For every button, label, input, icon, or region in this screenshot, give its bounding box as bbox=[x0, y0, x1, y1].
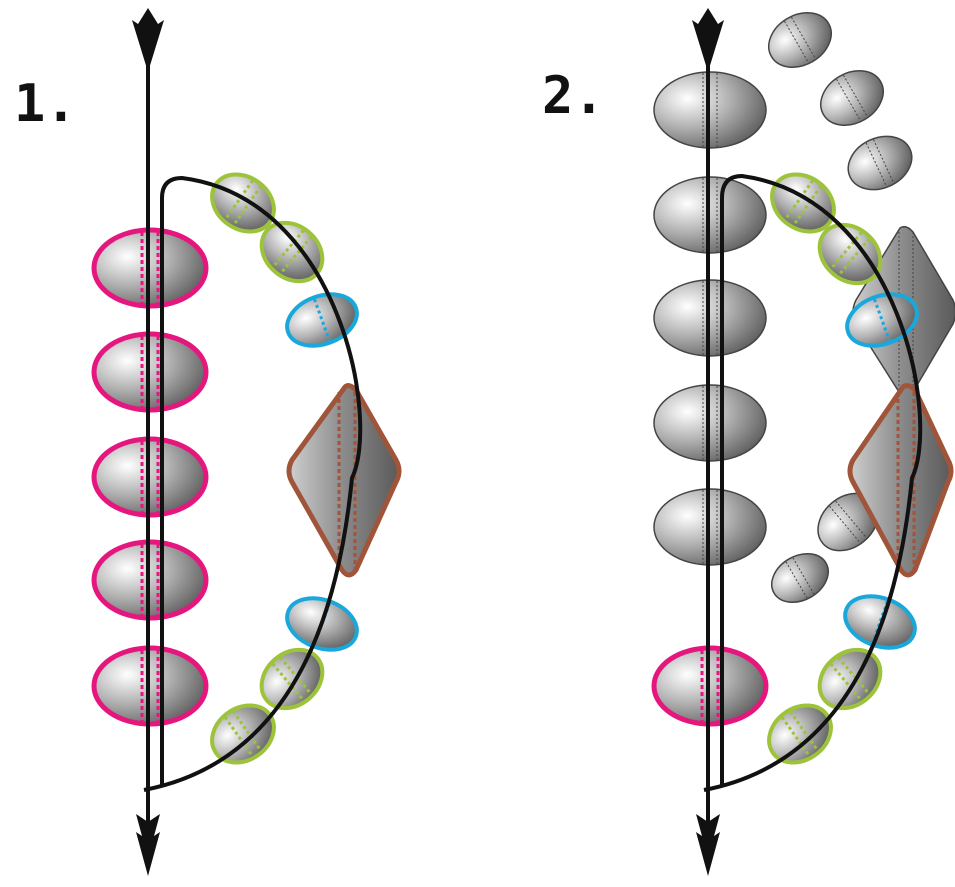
panel-1-label: 1. bbox=[14, 74, 77, 134]
gray-small-bead bbox=[768, 12, 832, 68]
panel-1-arrow-head-top bbox=[132, 8, 164, 72]
blue-bead bbox=[285, 292, 359, 348]
panel-1-arrow-head-bottom bbox=[136, 814, 160, 876]
panel-2-arrow-head-top bbox=[692, 8, 724, 72]
gray-small-bead bbox=[771, 553, 829, 603]
blue-bead bbox=[845, 292, 919, 348]
green-bead bbox=[817, 222, 883, 286]
panel-2-arrow-head-bottom bbox=[696, 814, 720, 876]
panel-2-label: 2. bbox=[542, 66, 605, 126]
panel-2-thread bbox=[703, 30, 923, 836]
gray-small-bead bbox=[847, 135, 913, 191]
panel-1-thread bbox=[143, 30, 363, 836]
gray-small-bead bbox=[820, 70, 884, 126]
green-bead bbox=[259, 220, 325, 284]
panel-2-beads bbox=[651, 12, 955, 765]
diamond-bead bbox=[286, 383, 402, 578]
green-bead bbox=[767, 703, 833, 765]
green-bead bbox=[259, 647, 325, 711]
diamond-bead bbox=[847, 383, 954, 578]
panel-1-beads bbox=[91, 172, 402, 765]
